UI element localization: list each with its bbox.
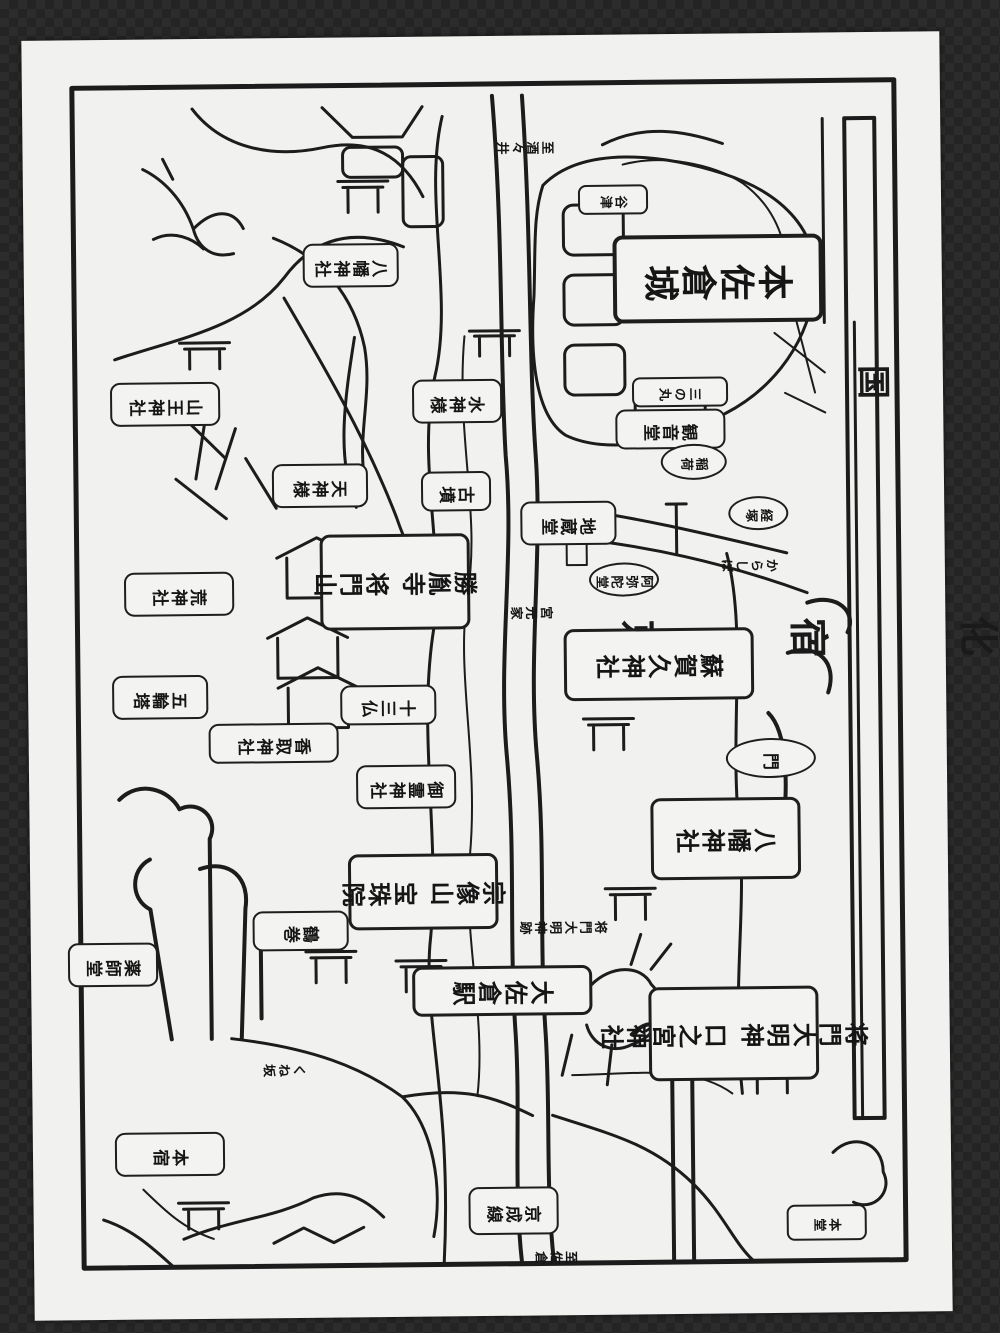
castle-moat — [531, 155, 817, 447]
station-label: 大佐倉駅 — [412, 964, 593, 1017]
gorinto-label: 五輪塔 — [111, 674, 209, 720]
kofun-label: 古墳 — [420, 470, 492, 512]
yakushi-label: 薬師堂 — [67, 942, 159, 988]
road-north-text: 至佐倉 — [533, 1247, 579, 1264]
suijin-label: 水神様 — [411, 378, 503, 424]
map-drawing — [69, 77, 909, 1271]
road-south-text: 至酒々井 — [494, 138, 555, 154]
side-text-1: からしぼ — [718, 555, 779, 572]
sannomaru-label: 三の丸 — [631, 376, 729, 408]
jizo-label: 地蔵堂 — [520, 500, 617, 546]
map-sheet: 文化 宿 京 国 本佐倉城 勝胤寺 将門山 八幡神社 蘇賀久神社 宗像山 宝珠院… — [21, 31, 1000, 1321]
jusanbutsu-label: 十三仏 — [340, 684, 437, 726]
river-west — [426, 114, 448, 1266]
yawata-label: 八幡神社 — [650, 796, 802, 881]
kojin-label: 荒神社 — [123, 571, 235, 617]
shoeiji-label: 勝胤寺 将門山 — [312, 533, 478, 631]
hondo-label: 本堂 — [786, 1204, 867, 1241]
yatsu-label: 谷津 — [577, 184, 649, 216]
sanno-shrine-label: 山王神社 — [109, 381, 221, 427]
soga-shrine-label: 蘇賀久神社 — [563, 627, 755, 702]
sohoji-label: 宗像山 宝珠院 — [340, 852, 507, 931]
tsurumaki-label: 鶴巻 — [252, 910, 349, 952]
lower-shrine-label: 本宿 — [114, 1131, 226, 1177]
sakura-castle-label: 本佐倉城 — [612, 233, 824, 324]
frog-drawing — [141, 157, 245, 257]
tree-marks — [174, 417, 278, 521]
cloud-west — [117, 786, 215, 1042]
map-border — [69, 77, 909, 1271]
hachiman-small-label: 八幡神社 — [302, 242, 399, 288]
side-text-2: 宮元家 — [508, 603, 554, 619]
keisei-line-label: 京成線 — [468, 1186, 559, 1236]
kannon-label: 観音堂 — [615, 408, 726, 450]
side-text-4: 将門大明神跡 — [517, 917, 608, 934]
masakado-myojin-label: 将門大明神 口之宮神社 — [598, 985, 869, 1082]
goryo-shrine-label: 御霊神社 — [355, 764, 457, 810]
main-road — [489, 93, 525, 1266]
map-title-left: 国 — [857, 358, 892, 399]
tenjin-label: 天神様 — [271, 463, 369, 509]
katori-shrine-label: 香取神社 — [208, 722, 339, 764]
side-text-3: くね坂 — [261, 1060, 307, 1077]
